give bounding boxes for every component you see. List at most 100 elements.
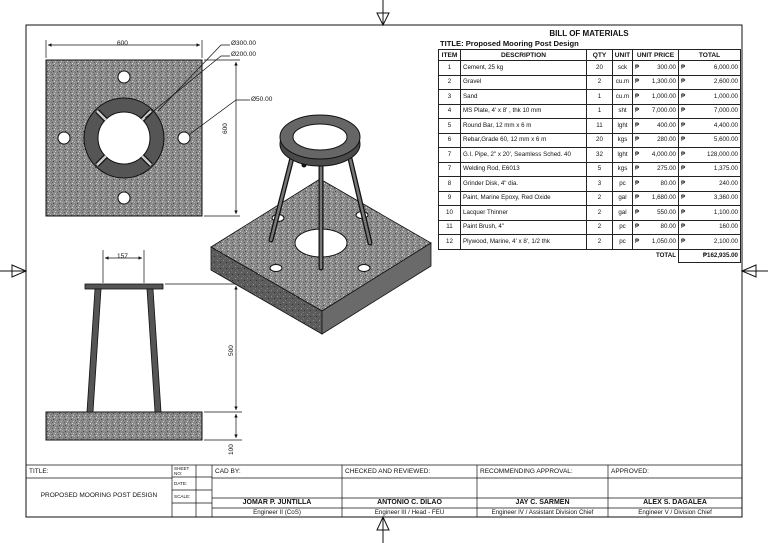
- signatory-name-1: JOMAR P. JUNTILLA: [242, 499, 312, 506]
- tb-project-name: PROPOSED MOORING POST DESIGN: [40, 492, 158, 499]
- bom-cell-price: 400.00: [642, 118, 679, 134]
- dim-ring-inner: Ø200.00: [231, 51, 256, 58]
- center-mark-right: [740, 264, 768, 278]
- bom-currency-symbol: ₱: [632, 176, 643, 192]
- signatory-name-2: ANTONIO C. DILAO: [377, 499, 442, 506]
- bom-cell-price: 280.00: [642, 132, 679, 148]
- bom-cell-unit: lght: [612, 118, 633, 134]
- bom-cell-total: 2,100.00: [688, 234, 741, 250]
- dim-ring-outer: Ø300.00: [231, 40, 256, 47]
- bom-cell-qty: 32: [586, 147, 613, 163]
- bom-header-row: ITEM DESCRIPTION QTY UNIT UNIT PRICE TOT…: [438, 49, 741, 61]
- bom-cell-desc: G.I. Pipe, 2" x 20', Seamless Sched. 40: [460, 147, 587, 163]
- bom-currency-symbol: ₱: [678, 89, 689, 105]
- bom-cell-unit: lght: [612, 147, 633, 163]
- bom-cell-total: 240.00: [688, 176, 741, 192]
- center-mark-left: [0, 264, 28, 278]
- bom-cell-desc: Sand: [460, 89, 587, 105]
- bom-cell-unit: gal: [612, 190, 633, 206]
- tb-checked-label: CHECKED AND REVIEWED:: [345, 468, 431, 475]
- bom-cell-total: 2,600.00: [688, 74, 741, 90]
- signatory-name-3: JAY C. SARMEN: [515, 499, 570, 506]
- bom-cell-desc: Rebar,Grade 60, 12 mm x 6 m: [460, 132, 587, 148]
- bom-cell-desc: Plywood, Marine, 4' x 8', 1/2 thk: [460, 234, 587, 250]
- bom-cell-qty: 2: [586, 205, 613, 221]
- bom-cell-item: 9: [438, 190, 461, 206]
- bom-currency-symbol: ₱: [678, 190, 689, 206]
- center-mark-top: [376, 0, 390, 27]
- bom-cell-qty: 20: [586, 132, 613, 148]
- bom-cell-desc: Paint Brush, 4": [460, 219, 587, 235]
- bom-cell-item: 11: [438, 219, 461, 235]
- bill-of-materials: BILL OF MATERIALS TITLE: Proposed Moorin…: [438, 29, 741, 263]
- bom-cell-total: 128,000.00: [688, 147, 741, 163]
- bom-currency-symbol: ₱: [632, 219, 643, 235]
- tb-recommending-label: RECOMMENDING APPROVAL:: [480, 468, 573, 475]
- bom-table: ITEM DESCRIPTION QTY UNIT UNIT PRICE TOT…: [438, 49, 741, 263]
- bom-cell-qty: 2: [586, 190, 613, 206]
- bom-currency-symbol: ₱: [632, 118, 643, 134]
- bom-currency-symbol: ₱: [678, 103, 689, 119]
- bom-title: BILL OF MATERIALS: [549, 29, 629, 38]
- bom-cell-total: 7,000.00: [688, 103, 741, 119]
- bom-cell-qty: 3: [586, 176, 613, 192]
- dim-hole: Ø50.00: [251, 96, 273, 103]
- bom-currency-symbol: ₱: [632, 190, 643, 206]
- bom-cell-desc: Gravel: [460, 74, 587, 90]
- bom-cell-total: 5,600.00: [688, 132, 741, 148]
- signatory-role-3: Engineer IV / Assistant Division Chief: [491, 509, 594, 516]
- bom-currency-symbol: ₱: [678, 147, 689, 163]
- bom-cell-total: 1,000.00: [688, 89, 741, 105]
- dim-elev-height: 500: [228, 345, 235, 356]
- bom-header-description: DESCRIPTION: [460, 49, 587, 61]
- tb-sheet-label: SHEET NO:: [174, 466, 190, 476]
- bom-total-row: TOTAL ₱162,935.00: [438, 248, 741, 263]
- isometric-view: [210, 114, 432, 335]
- signatory-role-2: Engineer III / Head - FEU: [374, 509, 445, 516]
- dim-elev-base: 100: [228, 444, 235, 455]
- bom-currency-symbol: ₱: [678, 118, 689, 134]
- bom-currency-symbol: ₱: [632, 205, 643, 221]
- bom-cell-price: 1,050.00: [642, 234, 679, 250]
- tb-title-label: TITLE:: [29, 468, 49, 475]
- bom-cell-unit: sht: [612, 103, 633, 119]
- bom-cell-item: 6: [438, 132, 461, 148]
- bom-cell-price: 4,000.00: [642, 147, 679, 163]
- bom-cell-unit: kgs: [612, 161, 633, 177]
- bom-cell-qty: 1: [586, 103, 613, 119]
- bom-cell-unit: pc: [612, 234, 633, 250]
- bom-cell-item: 3: [438, 89, 461, 105]
- bom-currency-symbol: ₱: [678, 60, 689, 76]
- bom-currency-symbol: ₱: [678, 205, 689, 221]
- bom-grand-total: ₱162,935.00: [678, 248, 741, 263]
- bom-cell-qty: 2: [586, 234, 613, 250]
- bom-cell-unit: cu.m: [612, 74, 633, 90]
- bom-currency-symbol: ₱: [678, 234, 689, 250]
- bom-cell-total: 160.00: [688, 219, 741, 235]
- bom-cell-desc: Paint, Marine Epoxy, Red Oxide: [460, 190, 587, 206]
- bom-cell-item: 7: [438, 161, 461, 177]
- bom-cell-qty: 1: [586, 89, 613, 105]
- bom-header-qty: QTY: [586, 49, 613, 61]
- bom-cell-price: 1,680.00: [642, 190, 679, 206]
- bom-cell-qty: 11: [586, 118, 613, 134]
- bom-cell-unit: cu.m: [612, 89, 633, 105]
- bom-cell-qty: 2: [586, 74, 613, 90]
- bom-cell-item: 10: [438, 205, 461, 221]
- bom-cell-item: 2: [438, 74, 461, 90]
- bom-currency-symbol: ₱: [632, 89, 643, 105]
- bom-cell-price: 275.00: [642, 161, 679, 177]
- bom-header-unit: UNIT: [612, 49, 633, 61]
- bom-cell-unit: kgs: [612, 132, 633, 148]
- bom-cell-total: 1,100.00: [688, 205, 741, 221]
